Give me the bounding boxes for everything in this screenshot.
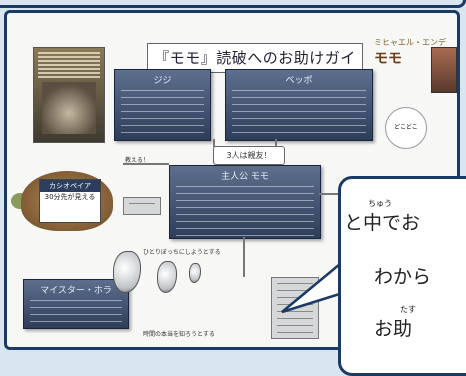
turtle-illustration: カシオペイア 30分先が見える bbox=[11, 171, 113, 237]
time-note: 時間の本当を知ろうとする bbox=[143, 331, 215, 338]
popup-line-3: お助 bbox=[374, 318, 413, 340]
popup-line-2: わから bbox=[374, 266, 432, 288]
character-box-gigi: ジジ bbox=[114, 69, 211, 141]
speech-bubble bbox=[338, 176, 466, 376]
friends-label: 3人は親友！ bbox=[213, 146, 285, 165]
side-circle: どこどこ bbox=[385, 107, 427, 149]
small-clock-illustration bbox=[189, 263, 201, 283]
book-cover-image bbox=[33, 47, 105, 143]
teach-note: 教える！ bbox=[125, 157, 149, 164]
clock-illustration bbox=[157, 261, 177, 293]
popup-line-1: と中でお bbox=[344, 212, 421, 234]
turtle-card: カシオペイア 30分先が見える bbox=[39, 179, 101, 223]
character-box-momo: 主人公 モモ bbox=[169, 165, 321, 239]
popup-ruby: ちゅう bbox=[368, 199, 392, 208]
header-edge bbox=[0, 0, 466, 8]
small-label-box bbox=[123, 197, 161, 215]
melting-clock-illustration bbox=[113, 251, 141, 293]
popup-ruby-2: たす bbox=[400, 305, 416, 314]
castle-illustration bbox=[431, 47, 457, 93]
friend-note: ひとりぼっちにしようとする bbox=[143, 249, 221, 256]
character-box-beppo: ベッポ bbox=[225, 69, 373, 141]
character-box-hora: マイスター・ホラ bbox=[23, 279, 129, 329]
momo-logo: ミヒャエル・エンデ モモ bbox=[374, 38, 446, 67]
